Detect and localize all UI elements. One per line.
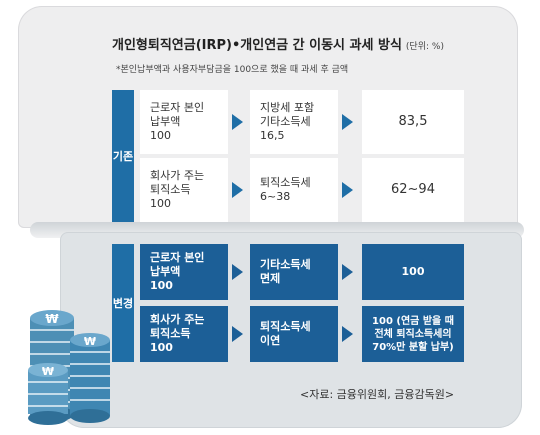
- section-label-after: 변경: [112, 244, 134, 362]
- before-row1-middle: 지방세 포함 기타소득세 16,5: [250, 90, 338, 154]
- before-row1-left: 근로자 본인 납부액 100: [140, 90, 228, 154]
- unit-label: (단위: %): [405, 42, 444, 52]
- svg-text:₩: ₩: [42, 365, 54, 378]
- arrow-icon: [232, 182, 243, 198]
- after-row2-result: 100 (연금 받을 때 전체 퇴직소득세의 70%만 분할 납부): [362, 306, 464, 362]
- svg-text:₩: ₩: [84, 335, 96, 348]
- after-row1-left: 근로자 본인 납부액 100: [140, 244, 228, 300]
- after-row2-middle: 퇴직소득세 이연: [250, 306, 338, 362]
- arrow-icon: [232, 264, 243, 280]
- arrow-icon: [342, 114, 353, 130]
- before-row2-middle: 퇴직소득세 6~38: [250, 158, 338, 222]
- arrow-icon: [342, 326, 353, 342]
- arrow-icon: [232, 114, 243, 130]
- svg-text:₩: ₩: [45, 312, 59, 326]
- before-row2-left: 회사가 주는 퇴직소득 100: [140, 158, 228, 222]
- page-title: 개인형퇴직연금(IRP)•개인연금 간 이동시 과세 방식(단위: %): [112, 38, 444, 53]
- before-row1-result: 83,5: [362, 90, 464, 154]
- arrow-icon: [342, 182, 353, 198]
- arrow-icon: [232, 326, 243, 342]
- coin-stack-right: ₩: [70, 333, 110, 423]
- before-row2-result: 62~94: [362, 158, 464, 222]
- coin-stack-front: ₩: [28, 363, 68, 425]
- arrow-icon: [342, 264, 353, 280]
- won-coin-stack-icon: ₩ ₩ ₩: [28, 310, 110, 425]
- after-row1-result: 100: [362, 244, 464, 300]
- after-row1-middle: 기타소득세 면제: [250, 244, 338, 300]
- section-label-before: 기존: [112, 90, 134, 222]
- after-row2-left: 회사가 주는 퇴직소득 100: [140, 306, 228, 362]
- note-text: *본인납부액과 사용자부담금을 100으로 했을 때 과세 후 금액: [116, 65, 349, 75]
- source-credit: <자료: 금융위원회, 금융감독원>: [300, 388, 455, 401]
